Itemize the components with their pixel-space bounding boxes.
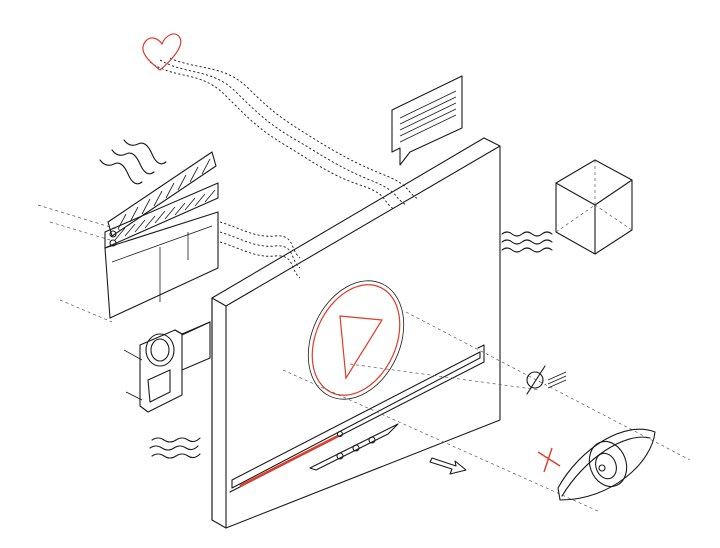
x-mark-icon <box>537 447 561 473</box>
control-strip <box>309 423 399 471</box>
clapperboard-icon <box>37 139 301 323</box>
play-button-icon[interactable] <box>290 265 422 415</box>
video-screen <box>211 137 501 529</box>
cube-icon <box>555 159 633 255</box>
left-squiggle-lines <box>149 437 201 459</box>
heart-icon <box>142 33 182 71</box>
heart-wave-lines <box>149 57 419 211</box>
speech-bubble-icon <box>391 75 463 166</box>
crosshair-icon <box>526 365 567 395</box>
cube-squiggle-lines <box>501 231 553 253</box>
video-camera-icon <box>123 321 211 413</box>
guide-lines <box>282 311 691 513</box>
arrow-icon <box>429 457 467 475</box>
timeline-bar[interactable] <box>229 344 485 493</box>
eye-icon <box>557 428 656 501</box>
